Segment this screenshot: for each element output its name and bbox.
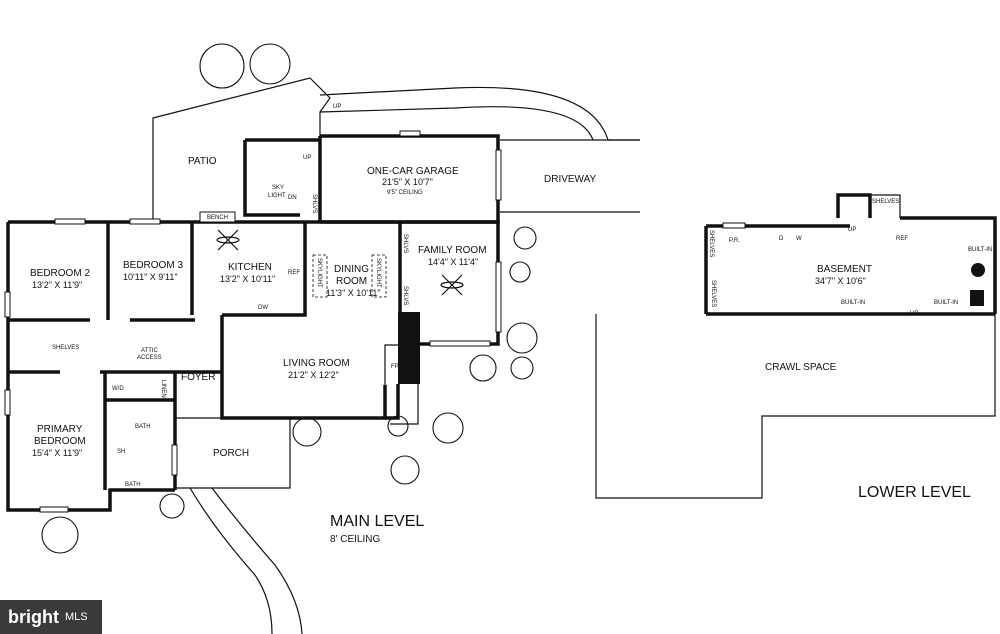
- dining-name2: ROOM: [336, 276, 367, 287]
- shower-label: SH: [117, 449, 125, 455]
- family-dims: 14'4" X 11'4": [428, 257, 478, 267]
- primary-name: PRIMARY: [37, 424, 83, 435]
- main-level-ceiling: 8' CEILING: [330, 534, 380, 545]
- living-name: LIVING ROOM: [283, 358, 350, 369]
- washer-label: W: [796, 236, 802, 242]
- brand-suffix: MLS: [65, 611, 88, 623]
- bath-label: BATH: [135, 424, 151, 430]
- bench-label: BENCH: [207, 215, 228, 221]
- dining-name: DINING: [334, 264, 369, 275]
- fireplace-label: FP: [391, 364, 399, 370]
- bedroom3-dims: 10'11" X 9'11": [123, 272, 178, 282]
- skylight-outline: [371, 254, 387, 298]
- family-name: FAMILY ROOM: [418, 245, 487, 256]
- basement-name: BASEMENT: [817, 264, 872, 275]
- wd-label: W/D: [112, 386, 124, 392]
- basement-dims: 34'7" X 10'6": [815, 276, 866, 286]
- shelves-label: SHELVES: [708, 230, 714, 257]
- lower-level-walls: [595, 193, 997, 499]
- room-labels: PATIO ONE-CAR GARAGE 21'5" X 10'7" 9'5" …: [30, 156, 971, 545]
- bedroom2-dims: 13'2" X 11'9": [32, 280, 82, 290]
- shlvs-label: SHLVS: [311, 194, 317, 213]
- builtin-label: BUILT-IN: [841, 300, 865, 306]
- skylight-outline: [312, 254, 328, 298]
- windows: [4, 130, 502, 513]
- kitchen-name: KITCHEN: [228, 262, 272, 273]
- garage-ceiling: 9'5" CEILING: [387, 190, 423, 196]
- skylight-label: SKYLIGHT: [316, 258, 322, 288]
- linen-label: LINEN: [160, 380, 166, 398]
- light-label: LIGHT: [268, 193, 286, 199]
- kitchen-dims: 13'2" X 10'11": [220, 274, 275, 284]
- bath-label: BATH: [125, 482, 141, 488]
- builtin-label: BUILT-IN: [934, 300, 958, 306]
- landscape-trees: [41, 43, 538, 554]
- brand-text: bright: [8, 606, 59, 627]
- attic-label: ATTIC: [141, 348, 159, 354]
- builtin-label: BUILT-IN: [968, 247, 992, 253]
- patio-up-label: UP: [333, 104, 341, 110]
- dining-dims: 11'3" X 10'11": [326, 288, 381, 298]
- dn-label: DN: [288, 195, 297, 201]
- primary-name2: BEDROOM: [34, 436, 86, 447]
- annotations: UP UP SKY LIGHT DN BENCH REF DW SHLVS SH…: [52, 104, 992, 488]
- shelves-label: SHELVES: [710, 280, 716, 307]
- main-level-title: MAIN LEVEL: [330, 513, 424, 530]
- garage-name: ONE-CAR GARAGE: [367, 166, 459, 177]
- lower-level-title: LOWER LEVEL: [858, 484, 971, 501]
- attic-access-label: ACCESS: [137, 355, 162, 361]
- driveway-outline: [189, 86, 640, 634]
- shelves-label: SHELVES: [872, 199, 899, 205]
- primary-dims: 15'4" X 11'9": [32, 448, 82, 458]
- patio-label: PATIO: [188, 156, 217, 167]
- living-dims: 21'2" X 12'2": [288, 370, 339, 380]
- driveway-label: DRIVEWAY: [544, 174, 597, 185]
- stair-up-label: UP: [910, 311, 918, 317]
- dw-label: DW: [258, 305, 268, 311]
- shlvs-label: SHLVS: [402, 286, 408, 305]
- bedroom2-name: BEDROOM 2: [30, 268, 90, 279]
- dryer-label: D: [779, 236, 784, 242]
- stair-up-label: UP: [848, 227, 856, 233]
- patio-outline: [152, 77, 331, 222]
- sky-label: SKY: [272, 185, 284, 191]
- skylight-label: SKYLIGHT: [375, 258, 381, 288]
- shlvs-label: SHLVS: [402, 234, 408, 253]
- shelves-label: SHELVES: [52, 345, 79, 351]
- bright-mls-logo: bright MLS: [0, 600, 102, 634]
- porch-label: PORCH: [213, 448, 249, 459]
- crawl-space-label: CRAWL SPACE: [765, 362, 837, 373]
- foyer-label: FOYER: [181, 372, 215, 383]
- stair-up-label: UP: [303, 155, 311, 161]
- ref-label: REF: [288, 270, 300, 276]
- ceiling-fan-icon: [216, 229, 464, 296]
- bedroom3-name: BEDROOM 3: [123, 260, 183, 271]
- ref-label: REF: [896, 236, 908, 242]
- garage-dims: 21'5" X 10'7": [382, 177, 433, 187]
- powder-room-label: P.R.: [729, 238, 740, 244]
